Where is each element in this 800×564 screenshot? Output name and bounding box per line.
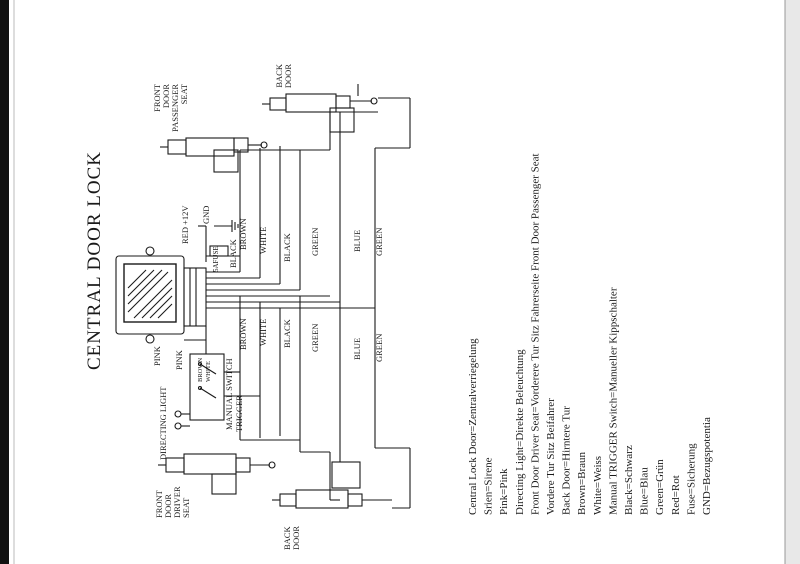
back-door-upper-actuator (262, 84, 378, 133)
legend-item: Central Lock Door=Zentralverriegelung (467, 338, 479, 515)
wire-label-brown-upper: BROWN (238, 218, 248, 250)
wire-label-brown-switch: BROWN (197, 358, 204, 383)
legend-item: Srien=Sirene (483, 457, 495, 515)
legend-item: Black=Schwarz (623, 445, 635, 515)
wire-label-pink-1: PINK (152, 345, 162, 366)
back-door-lower-actuator (272, 461, 392, 509)
wire-label-pink-2: PINK (174, 349, 184, 370)
label-manual-switch: MANUAL SWITCH (224, 358, 234, 430)
wire-label-blue-upper: BLUE (352, 230, 362, 252)
wire-label-white-lower: WHITE (258, 319, 268, 346)
label-directing-light: DIRECTING LIGHT (158, 386, 168, 460)
label-gnd: GND (201, 206, 211, 224)
diagram-title: CENTRAL DOOR LOCK (84, 151, 105, 370)
wire-label-white-switch: WHITE (205, 361, 212, 382)
wire-label-black-upper: BLACK (282, 232, 292, 262)
legend-item: Vordere Tur Sitz Beifahrer (545, 398, 557, 515)
directing-light (174, 410, 190, 430)
front-passenger-door-actuator (160, 137, 268, 173)
legend-item: Pink=Pink (498, 468, 510, 515)
legend-item: GND=Bezugspotentia (701, 417, 713, 515)
legend-item: White=Weiss (592, 456, 604, 515)
label-front-passenger: FRONTDOORPASSENGERSEAT (152, 83, 189, 132)
wire-label-green-lower-2: GREEN (374, 334, 384, 362)
legend-item: Red=Rot (670, 475, 682, 515)
legend-item: Manual TRIGGER Switch=Manueller Kippscha… (607, 287, 619, 515)
wire-label-green-upper-2: GREEN (374, 228, 384, 256)
wire-label-white-upper: WHITE (258, 227, 268, 254)
wire-label-black-fuse: BLACK (228, 238, 238, 268)
wire-label-black-lower: BLACK (282, 318, 292, 348)
scan-edge-left (0, 0, 9, 564)
label-trigger: TRIGGER (234, 395, 244, 432)
label-fuse: 5AFUSE (212, 246, 220, 272)
legend-item: Fuse=Sicherung (685, 443, 697, 515)
legend-item: Blue=Blau (639, 467, 651, 515)
label-back-door-upper: BACKDOOR (274, 63, 293, 88)
fuse-block (198, 220, 240, 262)
legend-item: Front Door Driver Seat=Vorderere Tur Sit… (529, 153, 541, 515)
label-front-driver: FRONTDOORDRIVERSEAT (154, 486, 191, 518)
wire-label-green-lower-1: GREEN (310, 324, 320, 352)
legend-item: Green=Grün (654, 459, 666, 515)
wire-label-green-upper-1: GREEN (310, 228, 320, 256)
scan-edge-right (785, 0, 800, 564)
manual-switch[interactable] (189, 326, 260, 421)
label-red-12v: RED +12V (180, 205, 190, 244)
legend-item: Brown=Braun (576, 451, 588, 515)
control-unit (115, 246, 207, 344)
wire-label-brown-lower: BROWN (238, 318, 248, 350)
wire-label-blue-lower: BLUE (352, 338, 362, 360)
front-driver-door-actuator (158, 453, 276, 495)
legend-item: Back Door=Hirntere Tur (561, 406, 573, 515)
legend-item: Directing Light=Direkte Beleuchtung (514, 349, 526, 515)
label-back-door-lower: BACKDOOR (282, 526, 301, 550)
